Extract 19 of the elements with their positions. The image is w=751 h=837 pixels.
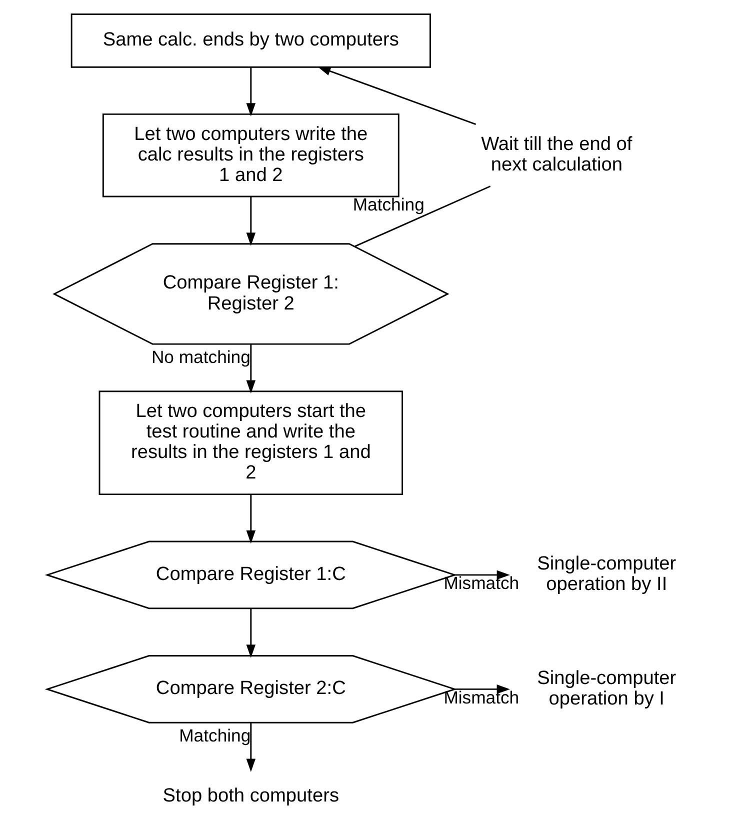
- node-text: Single-computer operation by II: [536, 554, 676, 596]
- connector: [354, 186, 490, 247]
- arrow: [316, 66, 476, 126]
- arrow: [454, 684, 510, 694]
- arrow: [246, 494, 256, 544]
- arrow: [454, 570, 510, 580]
- node-text: Single-computer operation by I: [536, 668, 676, 710]
- arrow: [246, 723, 256, 772]
- edge-label: Matching: [178, 725, 250, 746]
- node-text: Stop both computers: [162, 785, 339, 806]
- arrow: [246, 68, 256, 116]
- arrow: [246, 344, 256, 394]
- arrow: [246, 608, 256, 658]
- edge-label: No matching: [150, 346, 250, 367]
- node-box: Let two computers write the calc results in the registers 1 and 2: [102, 113, 399, 198]
- arrow: [246, 196, 256, 246]
- node-box: Let two computers start the test routine and write the results in the registers 1 and 2: [98, 390, 403, 496]
- node-box: Same calc. ends by two computers: [70, 14, 430, 68]
- node-text: Wait till the end of next calculation: [480, 134, 632, 176]
